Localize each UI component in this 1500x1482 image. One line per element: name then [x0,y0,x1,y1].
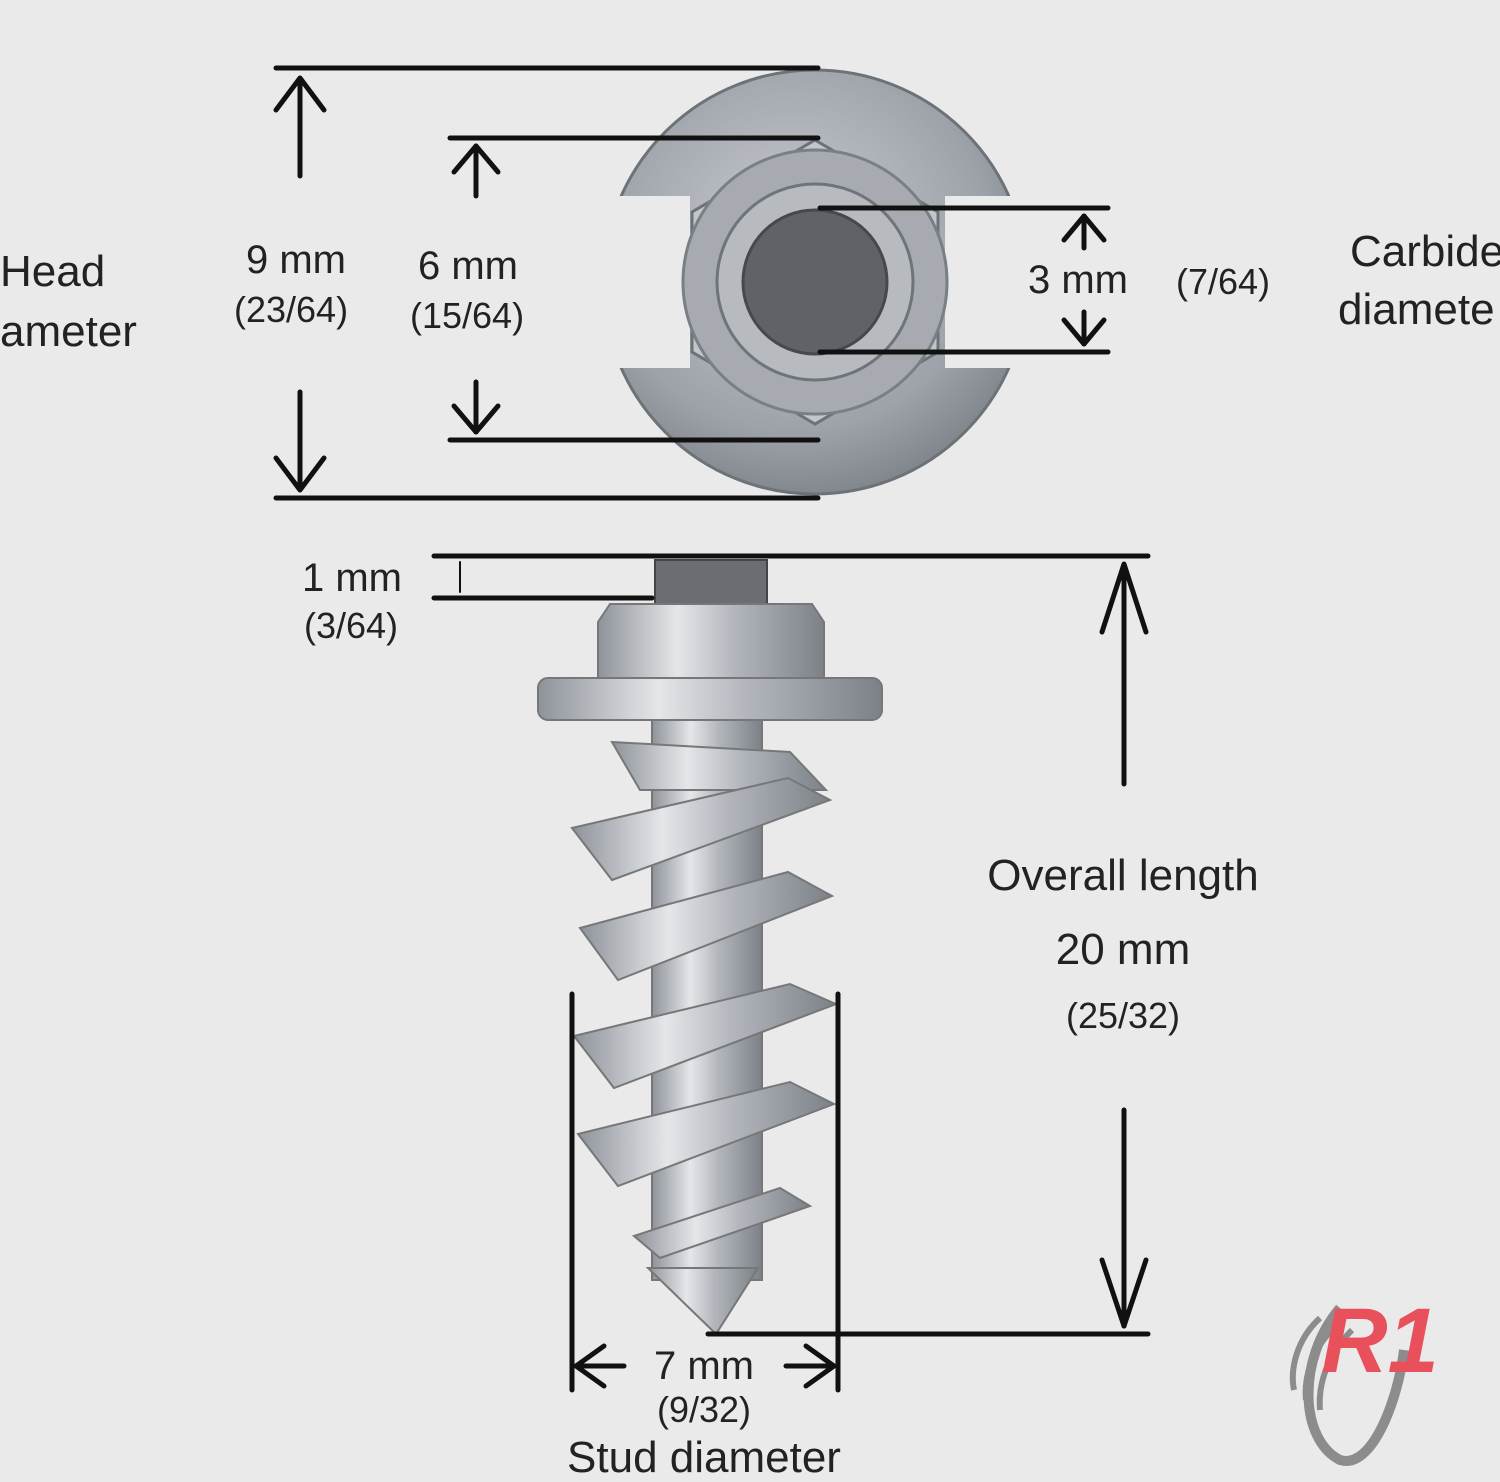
dim-9mm-fraction: (23/64) [234,289,349,330]
dim-6mm-arrowhead-down [451,403,501,435]
dim-length-arrowhead-up [1099,561,1149,635]
stud-side-view [537,559,883,1336]
stud-diameter-fraction: (9/32) [656,1389,752,1430]
head-diameter-label-line1: Head [0,247,106,296]
dim-3mm-arrowhead-up [1061,213,1107,243]
overall-length-value: 20 mm [1055,925,1191,974]
dim-6mm-fraction: (15/64) [410,295,525,336]
carbide-diameter-label-line2: diamete [1338,285,1495,334]
stud-diameter-label: Stud diameter [567,1433,841,1482]
overall-length-fraction: (25/32) [1065,995,1181,1036]
dim-6mm-value: 6 mm [418,244,518,288]
dim-6mm-arrowhead-up [451,143,501,175]
stud-top-view [600,68,1035,496]
head-diameter-label-line2: ameter [0,307,137,356]
dim-3mm-fraction: (7/64) [1176,261,1271,302]
dim-9mm-arrowhead-down [273,455,327,493]
stud-diameter-value: 7 mm [654,1344,754,1388]
dim-stud-arrowhead-left [573,1343,607,1389]
dim-1mm-value: 1 mm [302,556,402,600]
overall-length-label: Overall length [987,851,1259,900]
dim-9mm-arrowhead-up [273,75,327,113]
dim-9mm-value: 9 mm [246,238,346,282]
dim-1mm-fraction: (3/64) [304,605,399,646]
dim-3mm-value: 3 mm [1028,258,1128,302]
dim-length-arrowhead-down [1099,1257,1149,1329]
logo-text: R1 [1321,1290,1439,1392]
carbide-diameter-label-line1: Carbide [1350,227,1500,276]
dim-3mm-arrowhead-down [1061,317,1107,347]
r1-logo: R1 [1289,1290,1439,1466]
dim-stud-arrowhead-right [803,1343,837,1389]
